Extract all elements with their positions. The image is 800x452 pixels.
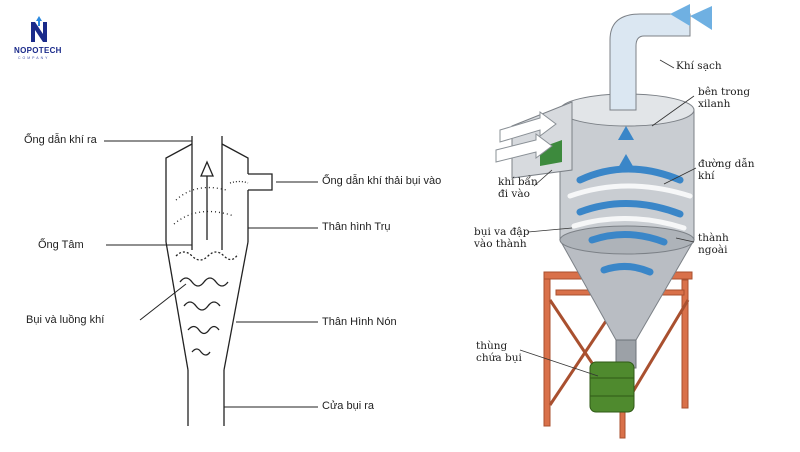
label-air-path: đường dẫn khí [698,158,755,182]
label-dust-outlet: Cửa bụi ra [322,400,374,412]
label-outlet-pipe: Ống dẫn khí ra [24,134,97,146]
logo-icon [31,16,47,42]
logo-tagline: COMPANY [18,56,50,60]
label-dirty-air-in: khí bẩn đi vào [498,176,538,200]
label-dust-hits-wall: bụi va đập vào thành [474,226,530,250]
label-inside-cylinder: bên trong xilanh [698,86,751,110]
label-inlet-pipe: Ống dẫn khí thải bụi vào [322,175,442,187]
logo-name: NOPOTECH [14,46,62,55]
label-dust-airflow: Bụi và luồng khí [26,314,105,326]
label-dust-bin: thùng chứa bụi [476,340,522,364]
label-center-tube: Ống Tâm [38,239,84,251]
label-outer-wall: thành ngoài [698,232,729,256]
label-clean-air: Khí sạch [676,60,722,72]
label-cylinder-body: Thân hình Trụ [322,221,391,233]
label-cone-body: Thân Hình Nón [322,316,397,328]
